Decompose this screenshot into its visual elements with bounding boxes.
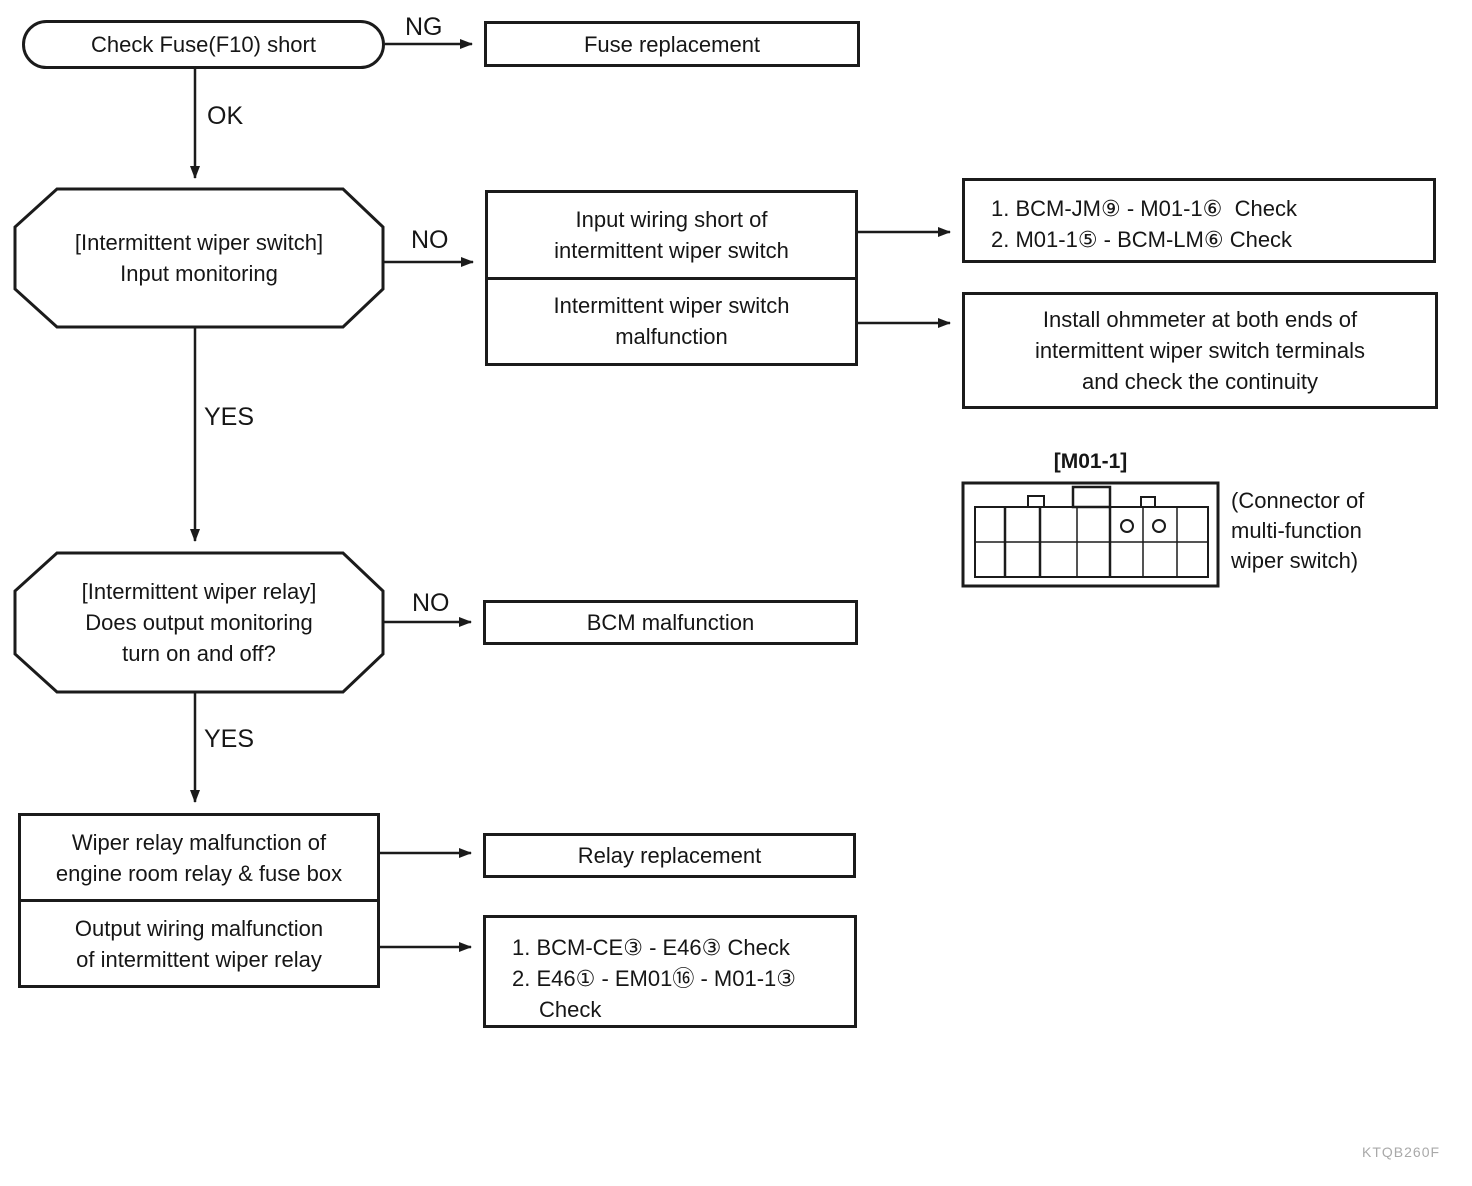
node-bcm-malfunction: BCM malfunction [483,600,858,645]
connector-caption-line1: (Connector of [1231,488,1365,513]
node-fuse-replacement: Fuse replacement [484,21,860,67]
decision-octagon-1 [13,187,385,329]
connector-outline [961,481,1220,588]
cause2b-line1: Output wiring malfunction [74,915,324,941]
connector-pin-hole-1 [1120,519,1134,533]
node-check-list-2: 1. BCM-CE③ - E46③ Check 2. E46① - EM01⑯ … [483,915,857,1028]
connector-tab-large [1071,485,1112,509]
action2b-line3: Check [539,997,602,1022]
node-switch-malfunction: Intermittent wiper switch malfunction [488,276,855,364]
edge-label-yes1: YES [204,403,255,431]
node-decision-wiper-switch: [Intermittent wiper switch] Input monito… [15,189,383,327]
decision-octagon-2 [13,551,385,694]
figure-code: KTQB260F [1362,1144,1441,1160]
node-check-list-1: 1. BCM-JM⑨ - M01-1⑥ Check 2. M01-1⑤ - BC… [962,178,1436,263]
node-relay-replacement: Relay replacement [483,833,856,878]
cause1a-line1: Input wiring short of [575,206,768,232]
cause2b-line2: of intermittent wiper relay [76,946,322,972]
action1a-line2: 2. M01-1⑤ - BCM-LM⑥ Check [991,227,1293,252]
node-output-wiring-malfunction: Output wiring malfunction of intermitten… [21,899,377,985]
cause1b-line1: Intermittent wiper switch [553,293,790,319]
node-input-wiring-short: Input wiring short of intermittent wiper… [488,193,855,277]
cause1b-line2: malfunction [615,324,728,350]
action1b-line3: and check the continuity [1081,369,1319,394]
node-causes-switch: Input wiring short of intermittent wiper… [485,190,858,366]
action1a-line1: 1. BCM-JM⑨ - M01-1⑥ Check [991,196,1297,221]
node-ohmmeter-check: Install ohmmeter at both ends of intermi… [962,292,1438,409]
decision1-line2: Input monitoring [120,261,278,286]
edge-label-no2: NO [412,589,450,617]
node-causes-relay: Wiper relay malfunction of engine room r… [18,813,380,988]
cause2a-line2: engine room relay & fuse box [55,860,343,886]
node-check-fuse-label: Check Fuse(F10) short [91,32,316,57]
action2b-line1: 1. BCM-CE③ - E46③ Check [512,935,790,960]
connector-caption-line2: multi-function [1231,518,1362,543]
node-bcm-malfunction-label: BCM malfunction [586,610,755,635]
flow-arrows [190,39,951,952]
connector-tab-small-right [1140,496,1156,508]
node-wiper-relay-malfunction: Wiper relay malfunction of engine room r… [21,816,377,899]
node-decision-wiper-relay: [Intermittent wiper relay] Does output m… [15,553,383,692]
connector-caption: (Connector of multi-function wiper switc… [1231,486,1364,576]
decision1-line1: [Intermittent wiper switch] [74,230,324,255]
node-fuse-replacement-label: Fuse replacement [583,31,761,57]
node-ohmmeter-check-text: Install ohmmeter at both ends of intermi… [965,295,1435,406]
connector-tab-small-left [1027,495,1045,508]
decision2-line3: turn on and off? [122,641,276,666]
edge-label-no1: NO [411,226,449,254]
decision2-line2: Does output monitoring [85,610,313,635]
connector-drawing [961,481,1220,588]
node-relay-replacement-label: Relay replacement [577,843,762,868]
connector-pin-hole-2 [1152,519,1166,533]
decision2-line1: [Intermittent wiper relay] [81,579,317,604]
connector-title: [M01-1] [1053,450,1128,473]
edge-label-ng: NG [405,13,443,41]
cause2a-line1: Wiper relay malfunction of [71,829,327,855]
node-check-fuse: Check Fuse(F10) short [22,20,385,69]
action2b-line2: 2. E46① - EM01⑯ - M01-1③ [512,966,796,991]
edge-label-yes2: YES [204,725,255,753]
connector-caption-line3: wiper switch) [1231,548,1359,573]
edge-label-ok: OK [207,102,244,130]
action1b-line1: Install ohmmeter at both ends of [1042,307,1358,332]
action1b-line2: intermittent wiper switch terminals [1034,338,1366,363]
cause1a-line2: intermittent wiper switch [554,237,789,263]
